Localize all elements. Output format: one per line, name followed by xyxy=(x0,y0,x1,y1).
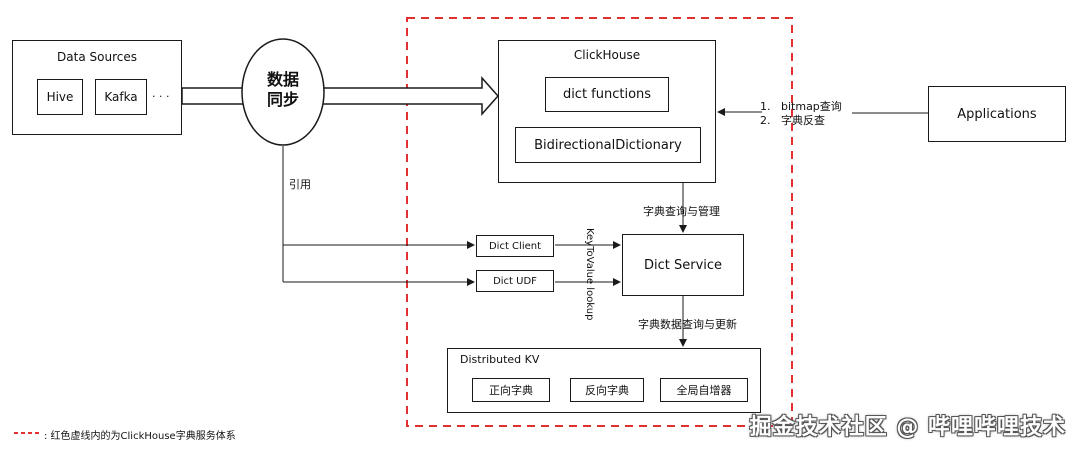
app-link-1: 1. bitmap查询 xyxy=(760,100,842,113)
dict-data-update-label: 字典数据查询与更新 xyxy=(638,318,737,331)
sync-ellipse xyxy=(241,38,325,146)
dict-query-manage-label: 字典查询与管理 xyxy=(643,205,720,218)
dict-client-box: Dict Client xyxy=(476,235,554,257)
kafka-box: Kafka xyxy=(95,79,147,115)
dict-udf-box: Dict UDF xyxy=(476,270,554,292)
reverse-dict-box: 反向字典 xyxy=(570,378,644,402)
clickhouse-box: ClickHouse dict functions BidirectionalD… xyxy=(498,40,716,183)
bidirectional-dictionary-box: BidirectionalDictionary xyxy=(515,127,701,163)
distributed-kv-box: Distributed KV 正向字典 反向字典 全局自增器 xyxy=(447,348,761,413)
clickhouse-dict-boundary xyxy=(406,17,793,427)
legend-text: : 红色虚线内的为ClickHouse字典服务体系 xyxy=(44,431,236,442)
hive-box: Hive xyxy=(37,79,83,115)
app-link-2: 2. 字典反查 xyxy=(760,114,825,127)
global-incrementer-box: 全局自增器 xyxy=(660,378,748,402)
applications-box: Applications xyxy=(928,86,1066,142)
dict-functions-box: dict functions xyxy=(545,77,669,112)
dict-service-box: Dict Service xyxy=(622,234,744,296)
data-sources-title: Data Sources xyxy=(57,50,137,64)
kv-lookup-label: KeyToValue lookup xyxy=(584,228,595,321)
more-sources-ellipsis: · · · xyxy=(152,90,170,103)
sync-label: 数据 同步 xyxy=(266,70,299,109)
clickhouse-title: ClickHouse xyxy=(573,48,641,62)
sync-flow-arrow xyxy=(181,76,500,116)
distributed-kv-title: Distributed KV xyxy=(460,353,540,366)
forward-dict-box: 正向字典 xyxy=(472,378,550,402)
data-sources-box: Data Sources Hive Kafka · · · xyxy=(12,40,182,135)
ref-label: 引用 xyxy=(289,178,311,191)
watermark: 掘金技术社区 @ 哔哩哔哩技术 xyxy=(749,415,1066,440)
